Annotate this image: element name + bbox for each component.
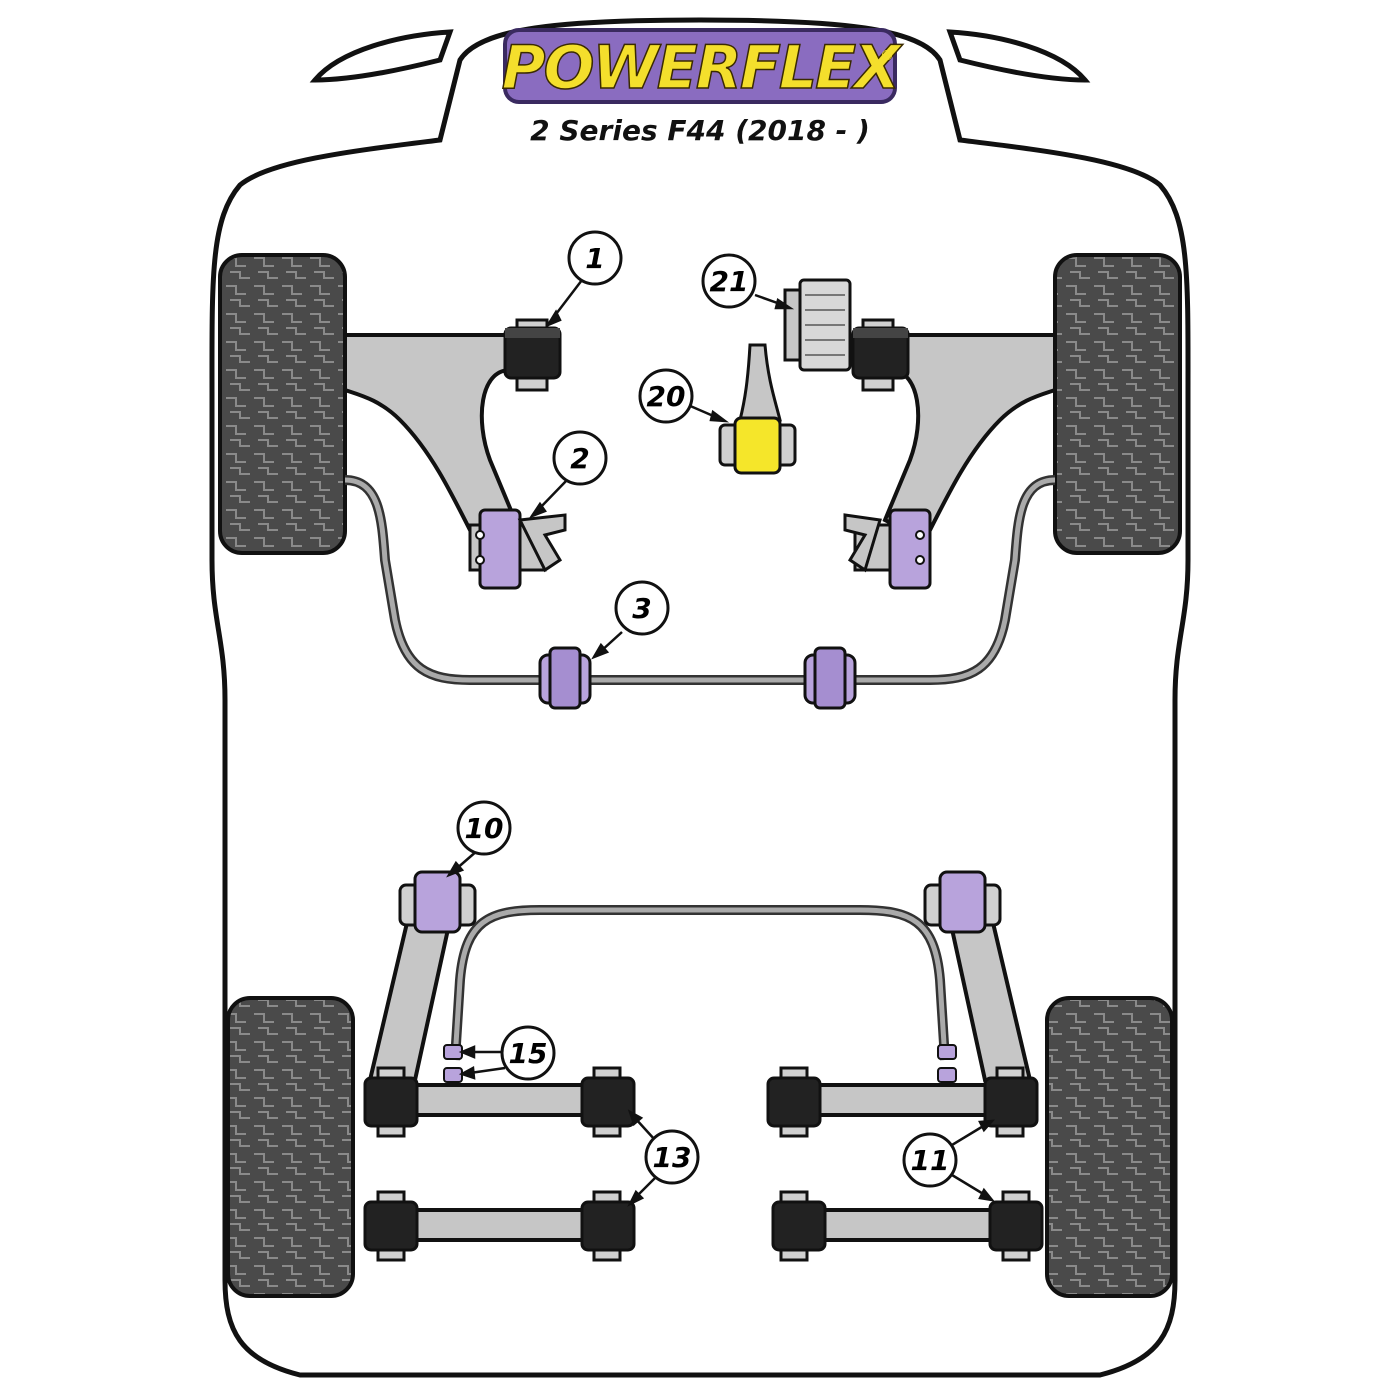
bushing-1-right: [851, 318, 910, 392]
callout-11: 11: [902, 1132, 958, 1188]
svg-text:10: 10: [465, 812, 504, 845]
svg-text:13: 13: [653, 1141, 692, 1174]
rear-left-wheel: [226, 996, 355, 1298]
callout-13: 13: [644, 1129, 700, 1185]
svg-text:20: 20: [647, 380, 686, 413]
svg-text:3: 3: [632, 592, 651, 625]
svg-text:15: 15: [509, 1037, 548, 1070]
bushing-2: [468, 508, 567, 590]
callout-20: 20: [638, 368, 694, 424]
bushing-3-left: [538, 646, 592, 710]
callout-1: 1: [567, 230, 623, 286]
callout-3: 3: [614, 580, 670, 636]
callout-21: 21: [701, 253, 757, 309]
brand-name: POWERFLEX: [502, 33, 904, 103]
svg-text:1: 1: [585, 242, 604, 275]
gearbox-mount-21: [783, 278, 852, 372]
bushing-2-right: [843, 508, 932, 590]
svg-text:2: 2: [570, 442, 589, 475]
bushing-10-right: [923, 870, 1002, 934]
powerflex-logo: POWERFLEX ®: [501, 28, 906, 104]
callout-arrows: [446, 279, 996, 1207]
front-left-wheel: [218, 253, 347, 555]
bushing-3-right: [803, 646, 857, 710]
front-right-wishbone: [882, 333, 1057, 543]
bushing-1: [503, 318, 562, 392]
subtitle: 2 Series F44 (2018 - ): [530, 114, 870, 147]
rear-left-upper-arm: [403, 1083, 587, 1117]
right-mirror: [946, 29, 1091, 83]
callout-2: 2: [552, 430, 608, 486]
front-right-wheel: [1053, 253, 1182, 555]
rear-right-lower-arm: [813, 1208, 997, 1242]
left-mirror: [309, 29, 454, 83]
front-left-wishbone: [343, 333, 518, 543]
callout-10: 10: [456, 800, 512, 856]
bushing-10-left: [398, 870, 477, 934]
callout-15: 15: [500, 1025, 556, 1081]
car-body-outline: [209, 17, 1191, 1378]
registered-mark: ®: [880, 48, 894, 64]
engine-mount-20: [718, 343, 797, 475]
svg-text:11: 11: [911, 1144, 950, 1177]
bushing-15: [443, 1044, 957, 1083]
svg-text:21: 21: [710, 265, 749, 298]
rear-right-wheel: [1045, 996, 1174, 1298]
rear-left-lower-arm: [403, 1208, 587, 1242]
rear-right-upper-arm: [813, 1083, 997, 1117]
rear-black-bushings: [363, 1066, 1044, 1262]
